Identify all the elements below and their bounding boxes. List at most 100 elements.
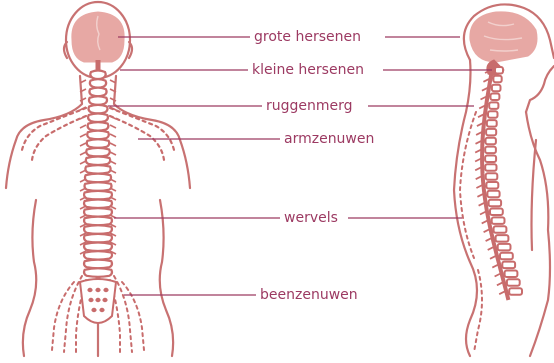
vertebra-side: [489, 102, 498, 109]
spinous-process: [484, 229, 490, 232]
spinous-process: [475, 167, 481, 170]
torso-back-outline-right: [114, 76, 190, 188]
cerebrum-side-view: [470, 12, 537, 76]
nerve-branch: [110, 125, 116, 128]
nerve-branch: [80, 143, 86, 146]
sacrum: [80, 279, 116, 323]
label-arm-nerves: armzenuwen: [280, 131, 378, 147]
vertebra-side: [486, 182, 498, 189]
face-profile: [526, 66, 554, 112]
vertebra-back: [84, 268, 112, 277]
vertebra-back: [84, 208, 112, 217]
vertebra-side: [486, 173, 498, 180]
vertebra-side: [493, 76, 501, 83]
nerve-branch: [110, 143, 116, 146]
label-cerebellum: kleine hersenen: [248, 62, 368, 78]
back-profile-line: [454, 60, 477, 356]
vertebra-side: [500, 253, 513, 259]
vertebra-side: [488, 111, 498, 118]
arm-profile-line: [532, 140, 537, 250]
vertebra-side: [485, 164, 496, 171]
vertebra-side: [487, 120, 497, 127]
vertebra-back: [85, 165, 110, 174]
vertebra-back: [89, 96, 107, 105]
label-cerebrum: grote hersenen: [250, 29, 365, 45]
sacrum-foramen: [95, 288, 100, 292]
vertebra-side: [487, 191, 499, 198]
vertebra-side: [491, 94, 500, 101]
nerve-branch: [110, 134, 116, 137]
vertebra-side: [498, 244, 511, 251]
nerve-branch: [80, 125, 86, 128]
spine-side-view: [475, 67, 522, 300]
vertebra-back: [87, 131, 109, 140]
torso-back-left-side: [23, 200, 36, 356]
vertebra-back: [84, 251, 112, 260]
vertebra-back: [84, 217, 112, 226]
vertebra-back: [85, 174, 111, 183]
nerve-branch: [80, 161, 86, 164]
vertebra-back: [86, 148, 109, 157]
vertebra-side: [505, 271, 518, 278]
sacrum-foramen: [91, 308, 96, 312]
nerve-branch: [110, 161, 116, 164]
vertebra-back: [87, 139, 110, 148]
vertebra-side: [494, 226, 507, 233]
sacrum-foramen: [102, 298, 107, 302]
label-spinal-cord: ruggenmerg: [262, 98, 357, 114]
vertebra-back: [90, 71, 105, 80]
vertebra-side: [502, 262, 515, 269]
sacrum-foramen: [88, 298, 93, 302]
spinous-process: [490, 256, 496, 259]
torso-back-outline: [6, 76, 82, 188]
nerve-branch: [110, 152, 116, 155]
nerve-branch: [80, 134, 86, 137]
spine-back-view: [80, 60, 116, 280]
vertebra-back: [90, 79, 106, 88]
vertebra-side: [507, 279, 520, 286]
vertebra-side: [490, 209, 503, 216]
vertebra-back: [84, 182, 111, 191]
vertebra-back: [89, 88, 106, 97]
spinous-process: [488, 247, 494, 250]
vertebra-side: [496, 235, 509, 242]
spinous-process: [486, 238, 492, 241]
vertebra-side: [495, 67, 503, 74]
spinous-process: [497, 282, 503, 285]
vertebra-back: [84, 243, 112, 252]
spinous-process: [476, 185, 482, 188]
vertebra-side: [485, 156, 496, 163]
torso-back-right-side: [160, 200, 173, 356]
spinous-process: [477, 194, 483, 197]
sacrum-foramen: [87, 288, 92, 292]
sacrum-foramen: [99, 308, 104, 312]
vertebra-side: [509, 288, 522, 295]
vertebra-back: [84, 260, 112, 269]
vertebra-back: [84, 200, 112, 209]
vertebra-side: [486, 138, 496, 145]
spinous-process: [499, 291, 505, 294]
front-profile-line: [526, 112, 550, 356]
spinous-process: [479, 203, 485, 206]
sacrum-foramen: [95, 298, 100, 302]
vertebra-side: [489, 200, 502, 207]
vertebra-back: [89, 105, 108, 114]
label-leg-nerves: beenzenuwen: [256, 287, 362, 303]
vertebra-back: [84, 191, 112, 200]
vertebra-back: [88, 114, 108, 123]
spinous-process: [482, 220, 488, 223]
vertebra-back: [88, 122, 109, 131]
vertebra-side: [485, 147, 496, 154]
vertebra-back: [86, 157, 110, 166]
spinous-process: [495, 274, 501, 277]
nerve-branch: [80, 152, 86, 155]
spinous-process: [492, 265, 498, 268]
label-vertebrae: wervels: [280, 210, 342, 226]
vertebra-side: [486, 129, 496, 136]
spinous-process: [480, 212, 486, 215]
sacrum-foramen: [103, 288, 108, 292]
vertebra-side: [492, 217, 505, 224]
cerebrum-back-view: [72, 12, 124, 62]
